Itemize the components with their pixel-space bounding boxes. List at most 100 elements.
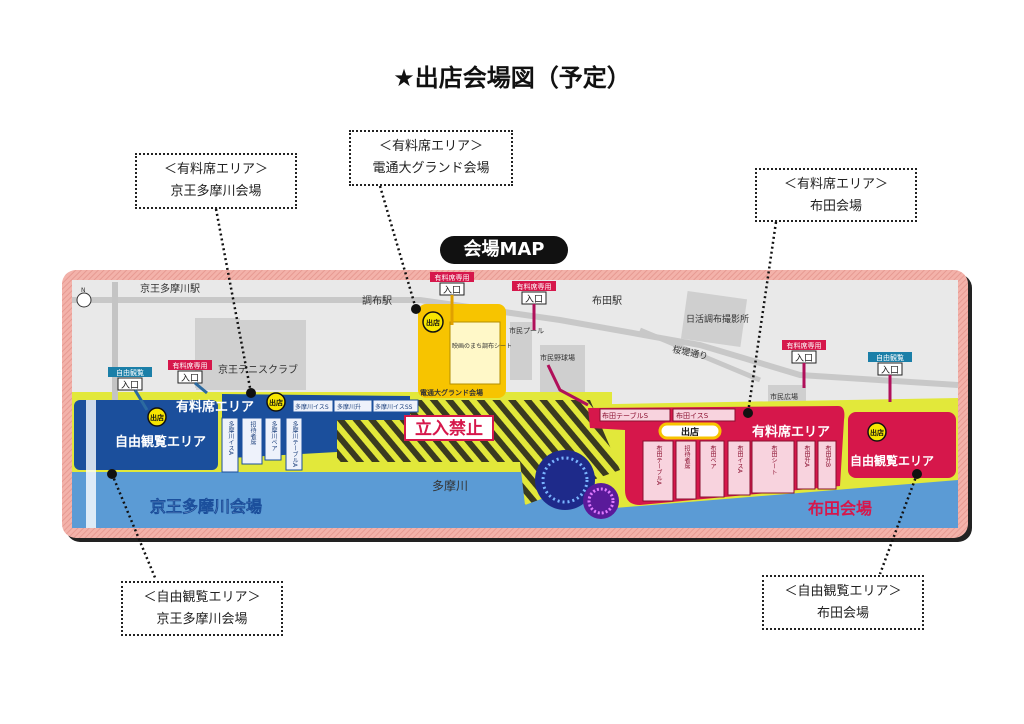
callout-keio-free: ＜自由観覧エリア＞ 京王多摩川会場 xyxy=(121,581,283,636)
keio-free-area xyxy=(74,400,218,470)
firework-large-burst xyxy=(541,456,589,504)
seat-box xyxy=(642,440,674,502)
entrance-label: 入口 xyxy=(181,373,199,384)
paid-only-sign xyxy=(168,360,212,370)
entrance-label: 入口 xyxy=(525,294,543,305)
citizen-pool-label: 市民プール xyxy=(509,326,544,335)
nikkatsu-lot xyxy=(680,291,748,347)
keio-paid-area-label: 有料席エリア xyxy=(176,399,254,415)
entrance-label: 入口 xyxy=(443,285,461,296)
tamagawa-river-label: 多摩川 xyxy=(432,478,468,493)
shop-icon xyxy=(147,407,167,427)
callout-heading: ＜自由観覧エリア＞ xyxy=(784,584,902,599)
map-badge: 会場MAP xyxy=(440,236,568,264)
sign-label: 有料席専用 xyxy=(435,273,470,282)
callout-heading: ＜有料席エリア＞ xyxy=(163,162,268,177)
entrance-arrow xyxy=(546,364,589,407)
citizen-plaza-label: 市民広場 xyxy=(770,392,798,401)
callout-fuda-paid: ＜有料席エリア＞ 布田会場 xyxy=(755,168,917,222)
leader-dot xyxy=(246,388,256,398)
railway xyxy=(112,282,118,400)
callout-venue: 布田会場 xyxy=(816,606,869,621)
sign-label: 有料席専用 xyxy=(517,282,552,291)
seat-box xyxy=(599,408,671,422)
keio-free-area-label: 自由観覧エリア xyxy=(115,434,206,450)
shop-label: 出店 xyxy=(269,398,283,407)
seat-label: 招待者席 xyxy=(249,421,256,445)
seat-label: 多摩川テーブルA xyxy=(291,421,298,468)
seat-label: 多摩川イスSS xyxy=(375,403,413,411)
entrance-label: 入口 xyxy=(121,380,139,391)
callout-venue: 布田会場 xyxy=(809,199,862,214)
callout-venue: 電通大グランド会場 xyxy=(372,161,490,176)
keio-tennis-lot xyxy=(196,320,306,390)
no-entry-label: 立入禁止 xyxy=(415,418,483,439)
citizen-pool-lot xyxy=(510,322,532,380)
callout-keio-paid: ＜有料席エリア＞ 京王多摩川会場 xyxy=(135,153,297,209)
sakurazutsumi-road xyxy=(639,327,761,383)
seat-label: 多摩川ペア xyxy=(270,421,277,451)
seat-box xyxy=(751,440,795,494)
seat-box xyxy=(796,440,816,490)
free-view-sign xyxy=(108,367,152,377)
paid-only-sign xyxy=(512,281,556,291)
shop-label: 出店 xyxy=(870,428,884,437)
seat-label: 多摩川イスS xyxy=(295,403,329,411)
firework-small-burst xyxy=(587,487,615,515)
no-entry-sign xyxy=(404,415,494,441)
fuda-shop-pill xyxy=(658,422,722,440)
shop-label: 出店 xyxy=(150,413,164,422)
leader-dot xyxy=(743,408,753,418)
seat-label: 布田テーブルA xyxy=(655,445,662,486)
river-bend xyxy=(337,456,520,528)
free-view-sign xyxy=(868,352,912,362)
seat-box xyxy=(221,417,239,473)
callout-venue: 京王多摩川会場 xyxy=(170,184,262,199)
leader-line xyxy=(214,208,253,394)
page-title: ★出店会場図（予定） xyxy=(393,64,631,92)
north-compass-icon xyxy=(76,292,92,308)
paid-only-sign xyxy=(782,340,826,350)
seat-box xyxy=(285,417,303,471)
seat-label: 布田シート xyxy=(770,445,777,475)
fuda-free-area-label: 自由観覧エリア xyxy=(850,453,934,468)
seat-label: 布田テーブルS xyxy=(602,411,649,420)
seat-label: 布田イスA xyxy=(736,445,743,474)
sign-label: 有料席専用 xyxy=(173,361,208,370)
seat-box xyxy=(241,417,263,465)
seat-box xyxy=(333,399,373,413)
seat-label: 多摩川イスA xyxy=(227,421,234,456)
seat-label: 招待者席 xyxy=(683,445,690,469)
keio-tamagawa-station-label: 京王多摩川駅 xyxy=(140,282,200,295)
callout-heading: ＜有料席エリア＞ xyxy=(783,177,888,192)
sign-label: 自由観覧 xyxy=(876,353,904,362)
leader-dot xyxy=(411,304,421,314)
leader-dot xyxy=(912,469,922,479)
seat-label: 布田イスS xyxy=(676,411,709,420)
seat-box xyxy=(817,440,837,490)
keio-venue-label: 京王多摩川会場 xyxy=(150,497,262,516)
seat-box xyxy=(675,440,697,500)
seat-label: 布田升A xyxy=(803,445,810,468)
keio-tennis-label: 京王テニスクラブ xyxy=(218,363,298,376)
sign-label: 有料席専用 xyxy=(787,341,822,350)
entrance-arrow xyxy=(133,389,149,411)
north-label: N xyxy=(81,287,86,294)
callout-venue: 京王多摩川会場 xyxy=(156,612,248,627)
seat-box xyxy=(727,440,751,496)
seat-box xyxy=(672,408,736,422)
seat-box xyxy=(292,399,334,413)
callout-heading: ＜自由観覧エリア＞ xyxy=(143,590,261,605)
shop-label: 出店 xyxy=(426,318,440,327)
shop-icon xyxy=(422,311,444,333)
eiga-seat-area xyxy=(449,321,501,385)
seat-label: 布田ペア xyxy=(709,445,716,469)
seat-label: 多摩川升 xyxy=(337,403,361,411)
fuda-station-label: 布田駅 xyxy=(592,295,622,307)
nikkatsu-label: 日活調布撮影所 xyxy=(686,313,749,325)
leader-dot xyxy=(107,469,117,479)
seat-box xyxy=(699,440,725,498)
shop-icon xyxy=(266,392,286,412)
